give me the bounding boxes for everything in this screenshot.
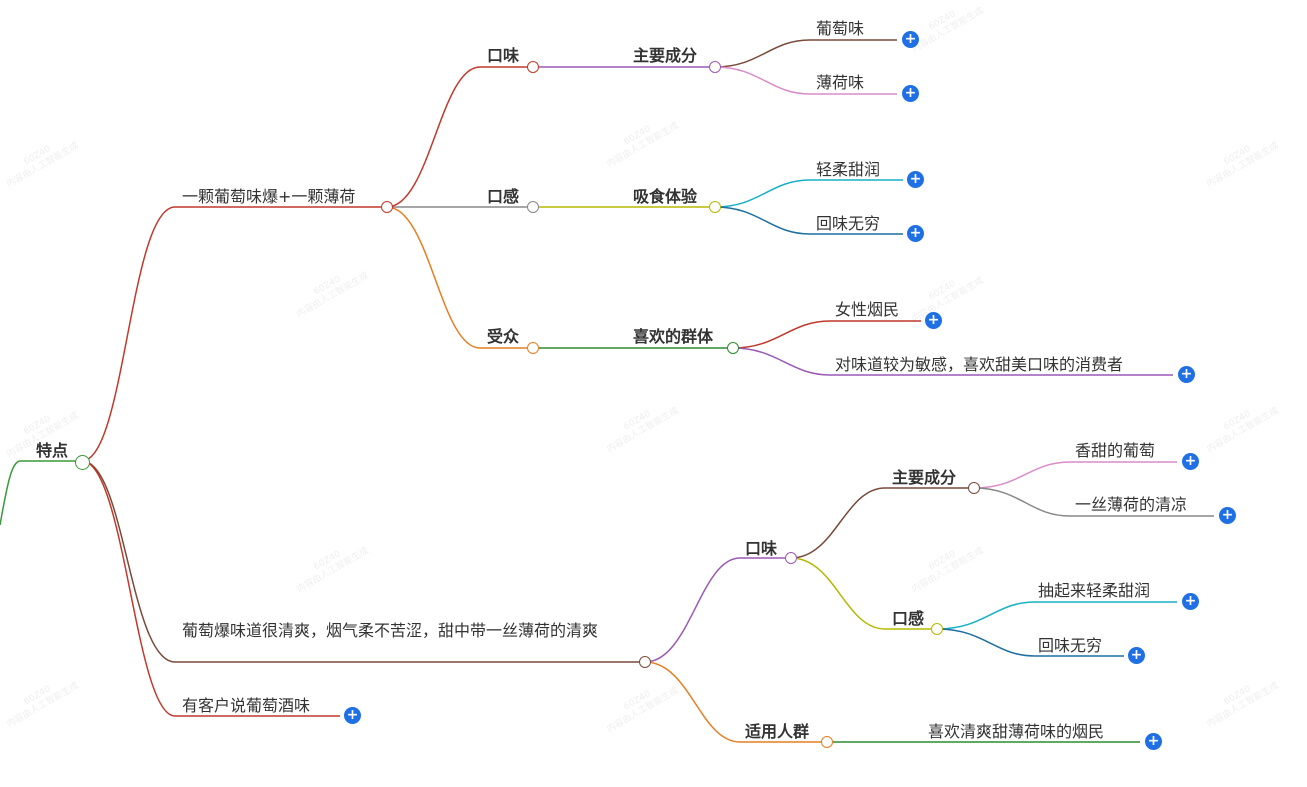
- connector-root-b1: [81, 206, 387, 462]
- node-b1-feel-exp[interactable]: 吸食体验: [633, 187, 698, 206]
- add-node-button[interactable]: +: [344, 707, 361, 724]
- connector-root-b2: [81, 460, 645, 663]
- add-node-button[interactable]: +: [1178, 366, 1195, 383]
- node-b2-aud-target[interactable]: 喜欢清爽甜薄荷味的烟民: [928, 722, 1105, 741]
- node-b1[interactable]: 一颗葡萄味爆+一颗薄荷: [182, 187, 356, 206]
- node-b2-feel[interactable]: 口感: [892, 609, 925, 628]
- add-node-button[interactable]: +: [925, 312, 942, 329]
- node-b1-aud-female[interactable]: 女性烟民: [835, 300, 900, 319]
- node-b2-taste-main[interactable]: 主要成分: [892, 468, 957, 487]
- add-node-button[interactable]: +: [1182, 593, 1199, 610]
- add-node-button[interactable]: +: [1128, 647, 1145, 664]
- connector-b2-taste-main: [790, 487, 974, 559]
- b2-taste-main-toggle-dot[interactable]: [968, 482, 980, 494]
- connector-b2-after: [936, 628, 1124, 657]
- connector-b2-grape: [973, 461, 1177, 489]
- b1-taste-main-toggle-dot[interactable]: [709, 61, 721, 73]
- node-b1-taste-main[interactable]: 主要成分: [633, 46, 698, 65]
- add-node-button[interactable]: +: [902, 31, 919, 48]
- b2-aud-toggle-dot[interactable]: [821, 736, 833, 748]
- node-b1-taste-mint[interactable]: 薄荷味: [816, 73, 865, 92]
- connector-root-stub: [0, 460, 82, 526]
- b2-taste-toggle-dot[interactable]: [785, 552, 797, 564]
- connector-b2-feel: [790, 557, 937, 630]
- connector-b2-aud: [644, 661, 827, 743]
- b1-aud-toggle-dot[interactable]: [527, 342, 539, 354]
- b1-aud-group-toggle-dot[interactable]: [727, 342, 739, 354]
- node-b2-aud[interactable]: 适用人群: [745, 722, 810, 741]
- node-b1-feel-soft[interactable]: 轻柔甜润: [816, 160, 881, 179]
- connector-b2-soft: [936, 601, 1177, 630]
- connector-root-b3: [81, 460, 340, 717]
- node-b2-feel-after[interactable]: 回味无穷: [1038, 636, 1103, 655]
- connector-b1-taste: [386, 66, 533, 208]
- node-b2-feel-soft[interactable]: 抽起来轻柔甜润: [1038, 581, 1151, 600]
- node-b2[interactable]: 葡萄爆味道很清爽，烟气柔不苦涩，甜中带一丝薄荷的清爽: [182, 621, 599, 640]
- node-b2-taste[interactable]: 口味: [745, 539, 778, 558]
- add-node-button[interactable]: +: [907, 171, 924, 188]
- connector-b1-soft: [714, 179, 903, 208]
- node-b1-taste[interactable]: 口味: [487, 46, 520, 65]
- b1-toggle-dot[interactable]: [381, 201, 393, 213]
- connector-b1-aud: [386, 206, 533, 349]
- connector-b2-mint: [973, 487, 1214, 517]
- b1-taste-toggle-dot[interactable]: [527, 61, 539, 73]
- node-b3[interactable]: 有客户说葡萄酒味: [182, 696, 311, 715]
- node-b1-aud[interactable]: 受众: [487, 327, 520, 346]
- b2-feel-toggle-dot[interactable]: [931, 623, 943, 635]
- node-b1-aud-sensitive[interactable]: 对味道较为敏感，喜欢甜美口味的消费者: [835, 355, 1124, 374]
- connector-b2-taste: [644, 557, 791, 663]
- add-node-button[interactable]: +: [1145, 733, 1162, 750]
- connector-b1-female: [732, 320, 921, 349]
- root-toggle-dot[interactable]: [75, 455, 90, 470]
- connector-b1-grape: [714, 39, 897, 68]
- connector-b1-after: [714, 206, 903, 235]
- node-b2-taste-mint[interactable]: 一丝薄荷的清凉: [1075, 495, 1188, 514]
- node-b1-feel[interactable]: 口感: [487, 187, 520, 206]
- add-node-button[interactable]: +: [1219, 507, 1236, 524]
- add-node-button[interactable]: +: [902, 85, 919, 102]
- node-root[interactable]: 特点: [36, 441, 69, 460]
- connector-b1-mint: [714, 66, 897, 95]
- b1-feel-exp-toggle-dot[interactable]: [709, 201, 721, 213]
- connector-b1-sensitive: [732, 347, 1173, 376]
- add-node-button[interactable]: +: [1182, 453, 1199, 470]
- add-node-button[interactable]: +: [907, 225, 924, 242]
- node-b1-taste-grape[interactable]: 葡萄味: [816, 19, 865, 38]
- node-b1-feel-after[interactable]: 回味无穷: [816, 214, 881, 233]
- node-b2-taste-grape[interactable]: 香甜的葡萄: [1075, 441, 1156, 460]
- node-b1-aud-group[interactable]: 喜欢的群体: [633, 327, 714, 346]
- b2-toggle-dot[interactable]: [639, 656, 651, 668]
- b1-feel-toggle-dot[interactable]: [527, 201, 539, 213]
